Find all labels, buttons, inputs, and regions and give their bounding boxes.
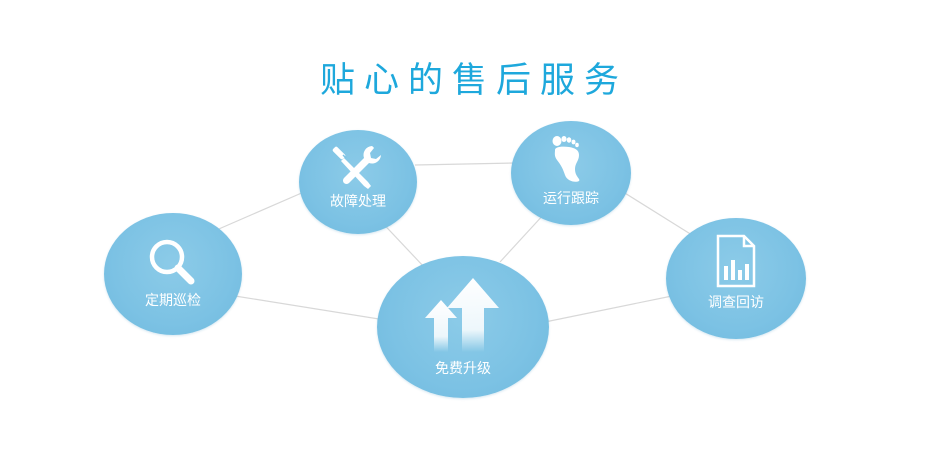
connector-track-upgrade xyxy=(499,212,546,263)
connector-track-survey xyxy=(619,189,701,241)
report-chart-icon xyxy=(714,234,758,292)
tools-icon xyxy=(330,142,386,196)
magnifier-icon xyxy=(145,237,201,291)
node-track: 运行跟踪 xyxy=(511,121,631,225)
footprint-icon xyxy=(549,133,593,187)
node-inspect-label: 定期巡检 xyxy=(145,293,201,309)
node-repair: 故障处理 xyxy=(299,130,417,234)
node-inspect: 定期巡检 xyxy=(104,213,242,335)
connector-repair-track xyxy=(414,162,516,166)
connector-inspect-upgrade xyxy=(234,295,386,321)
node-track-label: 运行跟踪 xyxy=(543,191,599,207)
page-title: 贴心的售后服务 xyxy=(319,61,628,101)
node-upgrade: 免费升级 xyxy=(377,256,549,398)
node-survey: 调查回访 xyxy=(666,218,806,339)
node-upgrade-label: 免费升级 xyxy=(435,361,491,377)
node-survey-label: 调查回访 xyxy=(708,295,764,311)
connector-survey-upgrade xyxy=(544,295,673,323)
up-arrows-icon xyxy=(423,278,503,356)
node-repair-label: 故障处理 xyxy=(330,194,386,210)
